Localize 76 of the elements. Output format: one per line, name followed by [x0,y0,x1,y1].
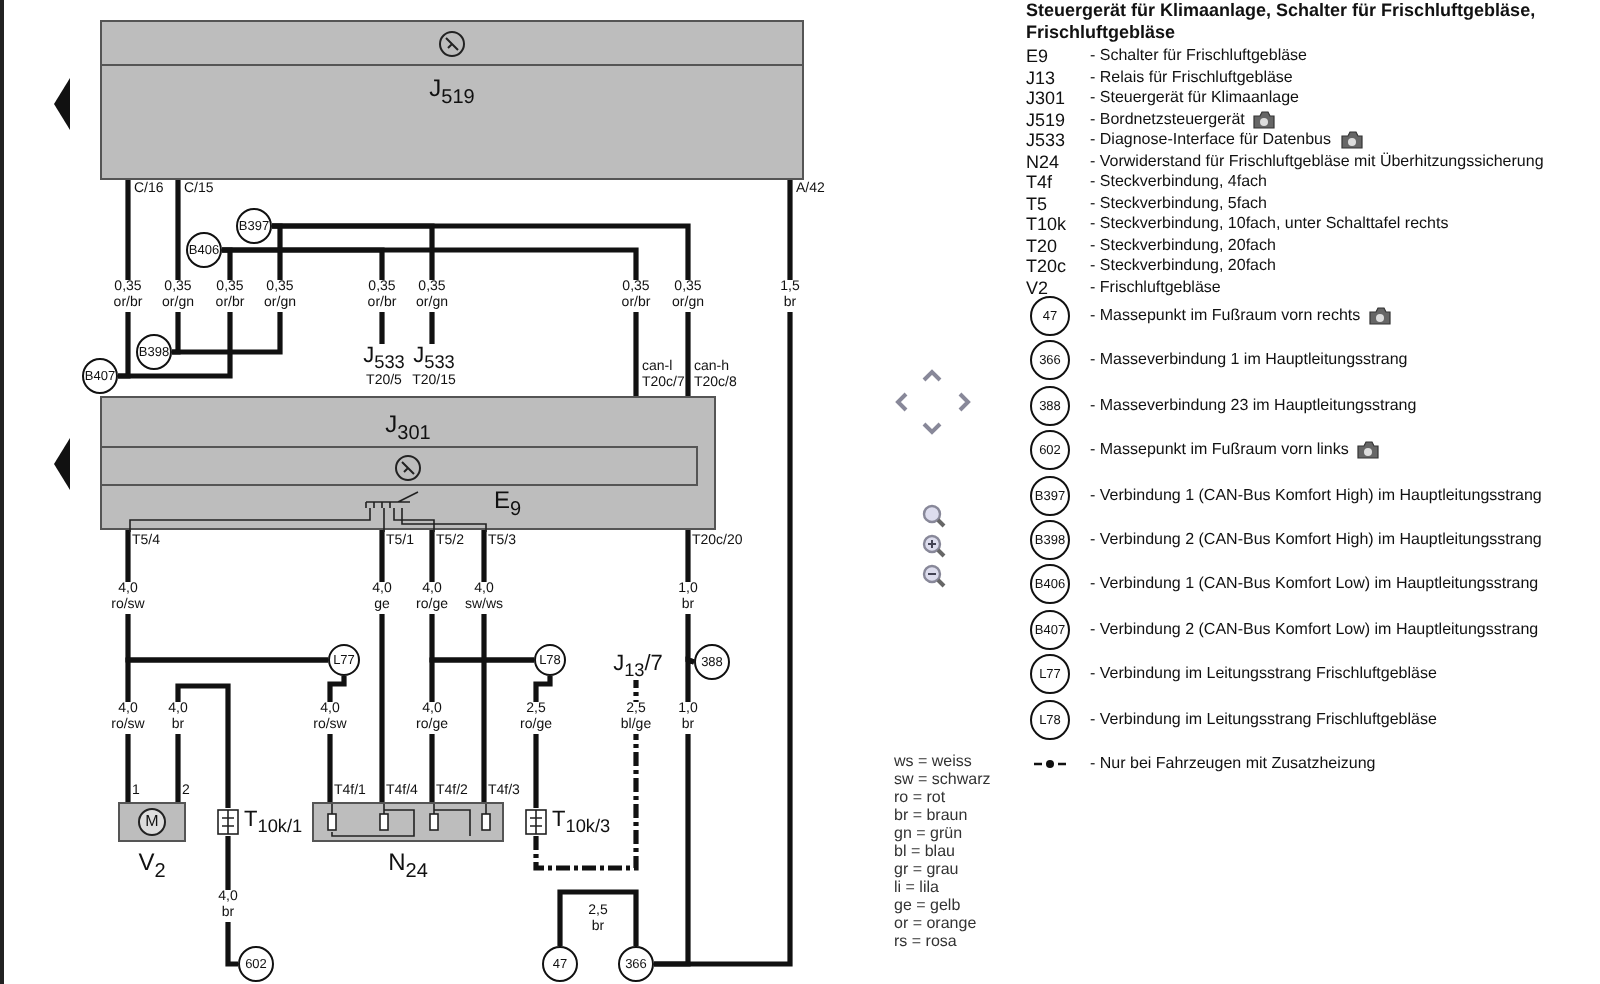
wire [175,683,231,808]
legend-description: - Verbindung 2 (CAN-Bus Komfort Low) im Hauptleitungsstrang [1090,620,1539,640]
component-label: N$_{24}$ [386,848,430,887]
component-label: J$_{533}$ [411,344,457,373]
component-code: T20c [1026,256,1067,276]
wire [481,530,487,802]
component-description: - Steuergerät für Klimaanlage [1090,88,1299,108]
component-description: - Steckverbindung, 5fach [1090,193,1267,213]
wire [533,676,553,808]
wire [379,530,385,802]
wire [654,656,695,967]
title: Steuergerät für Klimaanlage, Schalter für Frischluftgebläse, Frischluftgebläse [1026,0,1538,44]
component-code: T4f [1026,172,1053,192]
color-code: ro = rot [894,788,946,806]
legend-description: - Verbindung 1 (CAN-Bus Komfort Low) im Hauptleitungsstrang [1090,574,1539,594]
legend-description: - Masseverbindung 23 im Hauptleitungsstrang [1090,396,1417,416]
component-code: J13 [1026,67,1056,87]
component-code: T20 [1026,235,1058,255]
component-label: V$_{2}$ [136,848,168,887]
color-code: br = braun [894,806,968,824]
color-code: ws = weiss [894,752,972,770]
control-unit-box [100,396,716,530]
color-code: gn = grün [894,824,963,842]
color-code: rs = rosa [894,932,957,950]
component-label: J$_{519}$ [427,74,477,109]
color-code: li = lila [894,878,939,896]
legend-text: - Nur bei Fahrzeugen mit Zusatzheizung [1090,754,1376,774]
component-code: V2 [1026,277,1049,297]
legend-description: - Massepunkt im Fußraum vorn links [1090,440,1349,460]
component-description: - Bordnetzsteuergerät [1090,109,1245,129]
control-unit-box [100,20,804,180]
component-label: J$_{13}$/7 [611,652,665,683]
legend-description: - Verbindung im Leitungsstrang Frischluftgebläse [1090,664,1437,684]
component-description: - Diagnose-Interface für Datenbus [1090,130,1332,150]
component-description: - Schalter für Frischluftgebläse [1090,46,1307,66]
wire [327,676,347,802]
component-description: - Relais für Frischluftgebläse [1090,67,1293,87]
component-description: - Steckverbindung, 10fach, unter Schalttafel rechts [1090,214,1449,234]
wire [557,889,639,946]
wire [172,180,181,355]
dash-dot-wire [533,680,639,871]
component-label: E$_{9}$ [494,486,522,521]
color-code: bl = blau [894,842,955,860]
component-description: - Steckverbindung, 20fach [1090,256,1276,276]
component-code: J519 [1026,109,1066,129]
wire [225,836,238,967]
component-description: - Vorwiderstand für Frischluftgebläse mit Überhitzungssicherung [1090,151,1544,171]
legend-description: - Massepunkt im Fußraum vorn rechts [1090,306,1361,326]
color-code: gr = grau [894,860,959,878]
connector-label: T$_{10k/1}$ [244,807,303,837]
component-description: - Steckverbindung, 4fach [1090,172,1267,192]
wire [272,223,691,396]
wire [429,657,534,802]
component-code: J533 [1026,130,1066,150]
wire [172,223,283,355]
motor-symbol: M [138,808,166,836]
component-code: N24 [1026,151,1060,171]
component-code: T5 [1026,193,1048,213]
component-code: T10k [1026,214,1067,234]
color-code: ge = gelb [894,896,961,914]
color-code: sw = schwarz [894,770,991,788]
wire [118,247,233,379]
component-label: J$_{533}$ [361,344,407,373]
legend-description: - Verbindung 1 (CAN-Bus Komfort High) im Hauptleitungsstrang [1090,486,1542,506]
legend-description: - Verbindung 2 (CAN-Bus Komfort High) im Hauptleitungsstrang [1090,530,1542,550]
color-code: or = orange [894,914,977,932]
component-description: - Steckverbindung, 20fach [1090,235,1276,255]
wire [222,247,639,396]
component-code: J301 [1026,88,1066,108]
component-label: J$_{301}$ [383,410,433,445]
component-description: - Frischluftgebläse [1090,277,1221,297]
connector-label: T$_{10k/3}$ [552,807,611,837]
component-code: E9 [1026,46,1049,66]
wire [125,657,328,802]
legend-description: - Verbindung im Leitungsstrang Frischluftgebläse [1090,710,1437,730]
legend-description: - Masseverbindung 1 im Hauptleitungsstrang [1090,350,1408,370]
